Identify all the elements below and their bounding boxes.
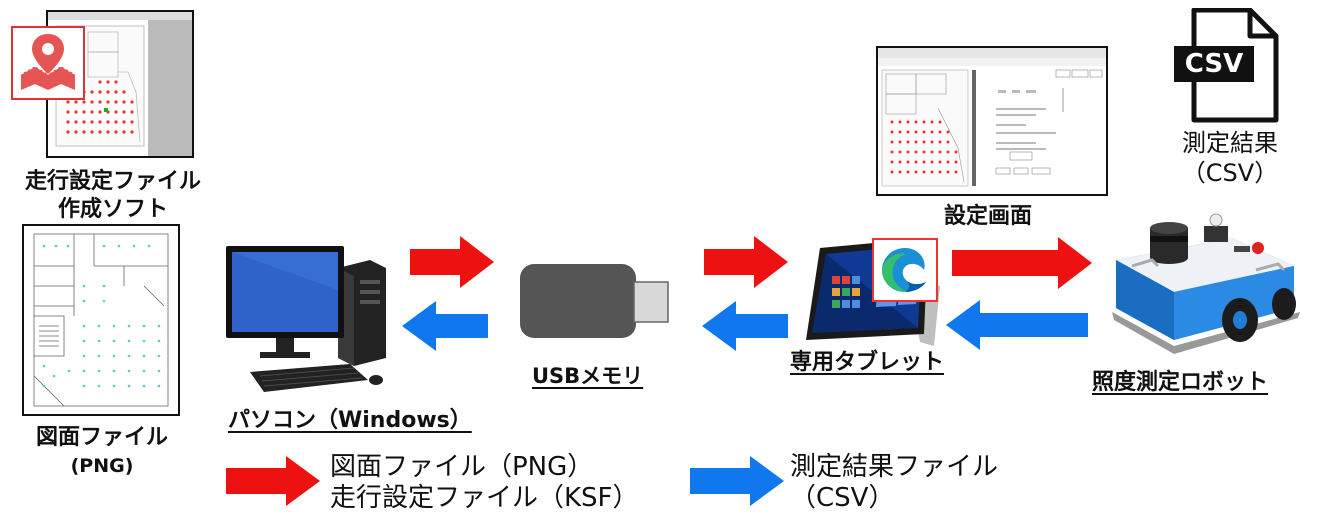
robot-label: 照度測定ロボット	[1092, 370, 1269, 395]
legend-blue-arrow	[690, 456, 784, 506]
red-arrow-tablet-to-robot	[952, 237, 1092, 289]
floor-plan-thumbnail	[22, 224, 180, 416]
red-arrow-pc-to-usb	[410, 236, 494, 288]
blue-arrow-usb-to-pc	[402, 301, 488, 351]
pc-label: パソコン（Windows）	[228, 408, 472, 433]
edge-browser-icon	[872, 238, 938, 302]
illuminance-robot-illustration	[1108, 208, 1304, 364]
csv-file-icon: CSV	[1172, 7, 1282, 124]
route-software-screenshot	[46, 10, 194, 158]
floor-plan-label: 図面ファイル (PNG)	[35, 425, 168, 477]
blue-arrow-tablet-to-usb	[702, 301, 788, 351]
blue-arrow-robot-to-tablet	[946, 300, 1088, 350]
legend-red-text: 図面ファイル（PNG） 走行設定ファイル（KSF）	[330, 452, 639, 513]
result-label: 測定結果 （CSV）	[1181, 129, 1279, 187]
usb-memory-illustration	[520, 264, 670, 338]
route-software-label: 走行設定ファイル 作成ソフト	[24, 169, 201, 222]
tablet-label: 専用タブレット	[790, 350, 945, 375]
red-arrow-usb-to-tablet	[704, 236, 788, 288]
legend-blue-text: 測定結果ファイル （CSV）	[790, 452, 999, 513]
settings-screen-thumbnail	[876, 46, 1108, 196]
pc-illustration	[220, 240, 390, 400]
usb-label: USBメモリ	[532, 364, 644, 388]
map-pin-icon	[11, 26, 85, 100]
settings-screen-label: 設定画面	[944, 204, 1033, 229]
legend-red-arrow	[226, 456, 320, 506]
csv-icon-text: CSV	[1184, 49, 1244, 79]
